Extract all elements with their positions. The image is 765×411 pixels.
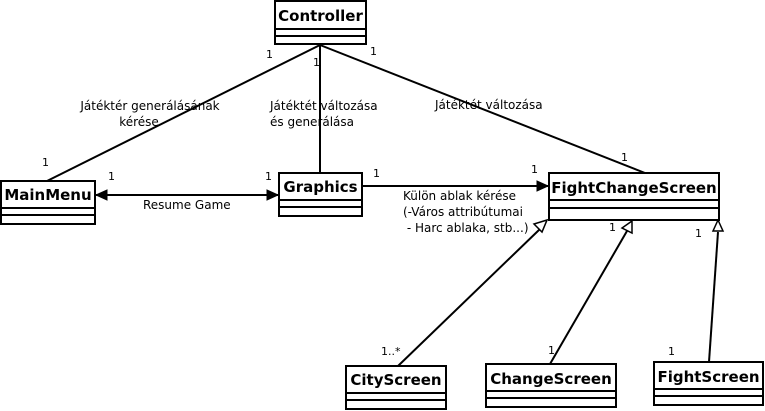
label-ctrl-mainmenu-line2: kérése	[119, 115, 159, 129]
class-name-fightchangescreen: FightChangeScreen	[551, 179, 717, 197]
label-graphics-fcs-line3: - Harc ablaka, stb...)	[403, 221, 529, 235]
mult-changescreen-end: 1	[548, 344, 555, 357]
label-ctrl-fightchangescreen: Játéktét változása	[434, 98, 543, 112]
arrowhead-to-graphics	[266, 189, 280, 201]
label-ctrl-mainmenu-line1: Játéktér generálásának	[79, 99, 219, 113]
assoc-controller-mainmenu	[46, 44, 321, 182]
arrowhead-to-fightchangescreen	[536, 180, 550, 192]
class-cityscreen: CityScreen	[345, 365, 447, 410]
class-mainmenu: MainMenu	[0, 180, 96, 225]
label-graphics-fcs-line1: Külön ablak kérése	[403, 189, 516, 203]
label-resume-game: Resume Game	[143, 198, 231, 212]
class-fightchangescreen: FightChangeScreen	[548, 172, 720, 221]
mult-cityscreen-end: 1..*	[381, 345, 401, 358]
generalization-cityscreen	[397, 228, 541, 367]
mult-mainmenu-end-graphics: 1	[108, 170, 115, 183]
generalization-fightscreen	[708, 231, 719, 363]
class-name-cityscreen: CityScreen	[350, 371, 441, 389]
class-name-mainmenu: MainMenu	[4, 186, 91, 204]
label-graphics-fcs-line2: (-Város attribútumai	[403, 205, 523, 219]
inheritance-arrow-fightscreen	[711, 218, 725, 232]
class-name-graphics: Graphics	[283, 178, 357, 196]
class-changescreen: ChangeScreen	[485, 363, 617, 408]
mult-fcs-end-fight: 1	[695, 227, 702, 240]
mult-fightscreen-end: 1	[668, 345, 675, 358]
mult-graphics-end-fcs: 1	[373, 167, 380, 180]
mult-fcs-end-ctrl: 1	[621, 151, 628, 164]
inheritance-arrow-changescreen	[620, 219, 633, 235]
mult-mainmenu-end-ctrl: 1	[42, 156, 49, 169]
class-name-controller: Controller	[278, 7, 363, 25]
label-ctrl-graphics-line2: és generálása	[270, 115, 354, 129]
class-fightscreen: FightScreen	[653, 361, 764, 406]
inheritance-arrow-cityscreen	[532, 218, 549, 234]
generalization-changescreen	[549, 230, 628, 365]
arrowhead-to-mainmenu	[94, 189, 108, 201]
mult-ctrl-end-graphics: 1	[313, 56, 320, 69]
class-controller: Controller	[274, 0, 367, 45]
mult-fcs-end-change: 1	[609, 221, 616, 234]
label-ctrl-graphics-line1: Játéktét változása	[269, 99, 378, 113]
mult-ctrl-end-fcs: 1	[370, 45, 377, 58]
mult-graphics-end-mainmenu: 1	[265, 170, 272, 183]
assoc-controller-fightchangescreen	[319, 44, 646, 174]
mult-ctrl-end-mainmenu: 1	[266, 48, 273, 61]
class-graphics: Graphics	[278, 172, 363, 217]
class-name-changescreen: ChangeScreen	[490, 370, 612, 388]
class-name-fightscreen: FightScreen	[657, 368, 759, 386]
mult-fcs-end-graphics: 1	[531, 163, 538, 176]
